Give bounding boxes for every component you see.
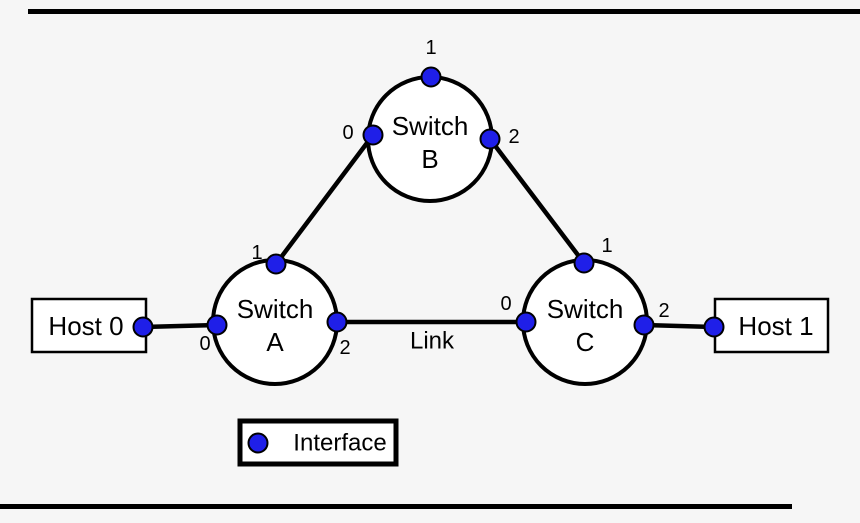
link-switch-a-switch-b: [273, 132, 376, 267]
legend-label: Interface: [293, 430, 386, 457]
switch-a-letter: A: [266, 327, 284, 357]
interface-dot-b2: [479, 128, 501, 150]
port-label-c0: 0: [500, 293, 511, 315]
interface-dot-b0: [362, 124, 384, 146]
interface-dot-c1: [573, 252, 595, 274]
port-label-b1: 1: [425, 37, 436, 59]
interface-dot-b1: [420, 66, 442, 88]
host0-interface-dot: [132, 316, 154, 338]
switch-b-name: Switch: [392, 111, 469, 141]
switch-b-letter: B: [421, 144, 438, 174]
switch-c-name: Switch: [547, 294, 624, 324]
interface-dot-c2: [633, 314, 655, 336]
port-label-c2: 2: [658, 300, 669, 322]
link-host0-switch-a: [140, 322, 220, 330]
host1-interface-dot: [703, 316, 725, 338]
link-label: Link: [410, 328, 455, 355]
port-label-c1: 1: [601, 235, 612, 257]
interface-dot-a1: [265, 253, 287, 275]
interface-dot-a2: [326, 311, 348, 333]
link-switch-c-host1: [641, 322, 717, 330]
port-label-a1: 1: [251, 242, 262, 264]
host0-label: Host 0: [48, 311, 123, 341]
port-label-a2: 2: [339, 337, 350, 359]
link-switch-b-switch-c: [487, 136, 587, 266]
bottom-border-bar: [0, 504, 792, 509]
legend-box: [237, 418, 399, 467]
port-label-b0: 0: [342, 122, 353, 144]
port-label-a0: 0: [199, 333, 210, 355]
switch-a-name: Switch: [237, 294, 314, 324]
interface-dot-a0: [206, 314, 228, 336]
legend-interface-dot: [247, 432, 269, 454]
switch-c-letter: C: [576, 327, 595, 357]
interface-dot-c0: [515, 311, 537, 333]
host1-label: Host 1: [738, 311, 813, 341]
top-border-bar: [28, 9, 860, 14]
port-label-b2: 2: [508, 126, 519, 148]
